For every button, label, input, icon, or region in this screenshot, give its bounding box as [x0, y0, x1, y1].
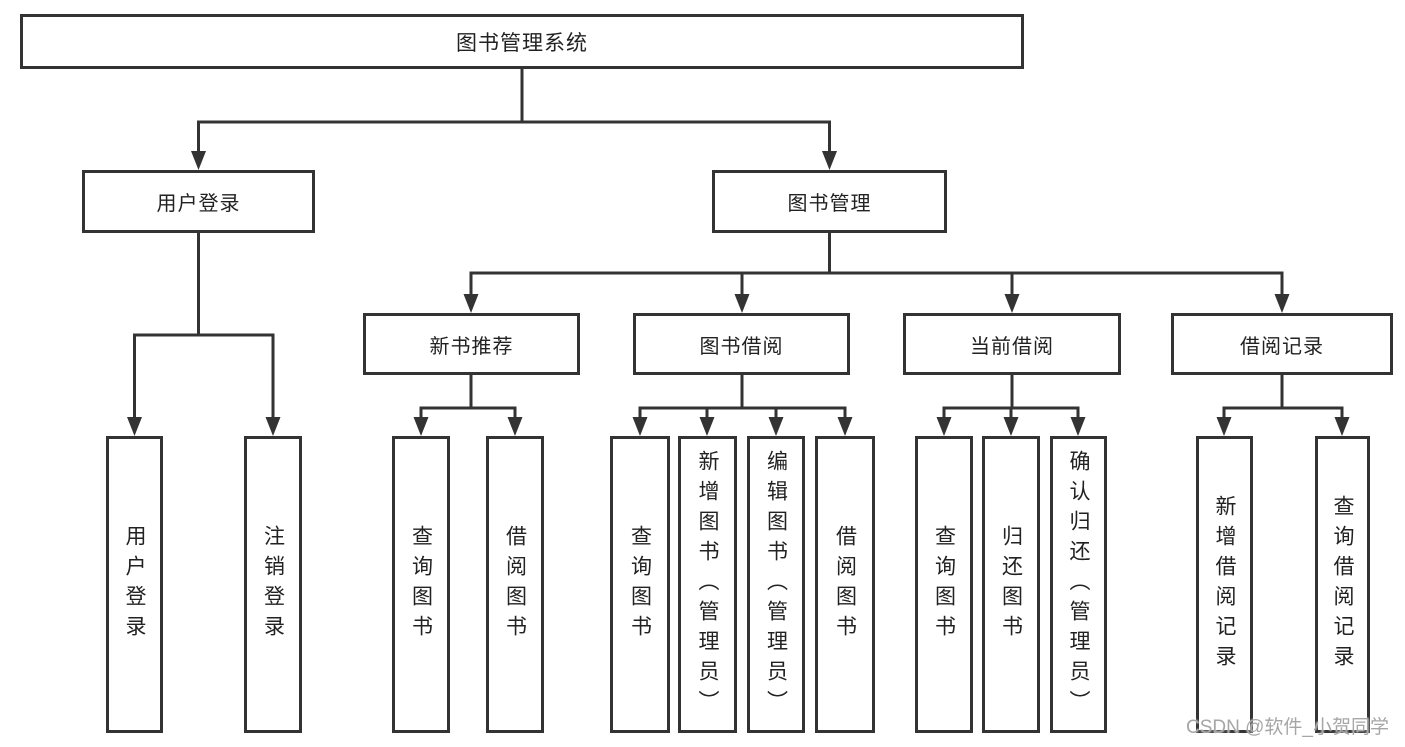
node-label: 借阅记录 — [1240, 335, 1324, 358]
node-label: 图书管理 — [787, 193, 872, 215]
node-label: 用户登录 — [123, 524, 146, 645]
node-label: 新增图书（管理员） — [696, 449, 719, 720]
node-label: 新增借阅记录 — [1213, 494, 1236, 675]
node-label: 确认归还（管理员） — [1067, 449, 1090, 720]
leaf-current-return-book: 归还图书 — [982, 436, 1040, 733]
node-label: 新书推荐 — [429, 335, 514, 358]
node-label: 图书管理系统 — [456, 31, 588, 55]
leaf-borrow-borrow-book: 借阅图书 — [815, 436, 875, 733]
node-root: 图书管理系统 — [20, 14, 1024, 69]
leaf-borrow-query-book: 查询图书 — [610, 436, 670, 733]
leaf-logout: 注销登录 — [244, 436, 302, 733]
leaf-record-query: 查询借阅记录 — [1315, 436, 1370, 733]
node-user-login: 用户登录 — [82, 170, 315, 233]
node-label: 查询图书 — [409, 524, 433, 645]
node-label: 归还图书 — [999, 524, 1023, 645]
node-current-borrow: 当前借阅 — [903, 313, 1121, 375]
node-label: 图书借阅 — [699, 335, 784, 358]
leaf-recommend-query-book: 查询图书 — [392, 436, 450, 733]
node-new-book-recommend: 新书推荐 — [363, 313, 580, 375]
node-label: 借阅图书 — [503, 524, 527, 645]
node-borrow-record: 借阅记录 — [1171, 313, 1393, 375]
node-label: 借阅图书 — [833, 524, 857, 645]
node-label: 查询图书 — [932, 524, 956, 645]
watermark: CSDN @软件_小贺同学 — [1186, 717, 1389, 738]
node-label: 用户登录 — [156, 193, 241, 215]
node-label: 注销登录 — [261, 524, 285, 645]
node-label: 查询图书 — [628, 524, 652, 645]
node-label: 编辑图书（管理员） — [764, 449, 788, 720]
leaf-current-query-book: 查询图书 — [915, 436, 973, 733]
node-book-borrow: 图书借阅 — [633, 313, 850, 375]
leaf-user-login: 用户登录 — [106, 436, 163, 733]
leaf-current-confirm-return-admin: 确认归还（管理员） — [1050, 436, 1107, 733]
leaf-borrow-edit-book-admin: 编辑图书（管理员） — [747, 436, 805, 733]
node-book-management: 图书管理 — [712, 170, 947, 233]
leaf-record-add: 新增借阅记录 — [1196, 436, 1253, 733]
leaf-borrow-add-book-admin: 新增图书（管理员） — [678, 436, 737, 733]
node-label: 当前借阅 — [970, 335, 1054, 358]
node-label: 查询借阅记录 — [1331, 494, 1354, 675]
leaf-recommend-borrow-book: 借阅图书 — [486, 436, 544, 733]
